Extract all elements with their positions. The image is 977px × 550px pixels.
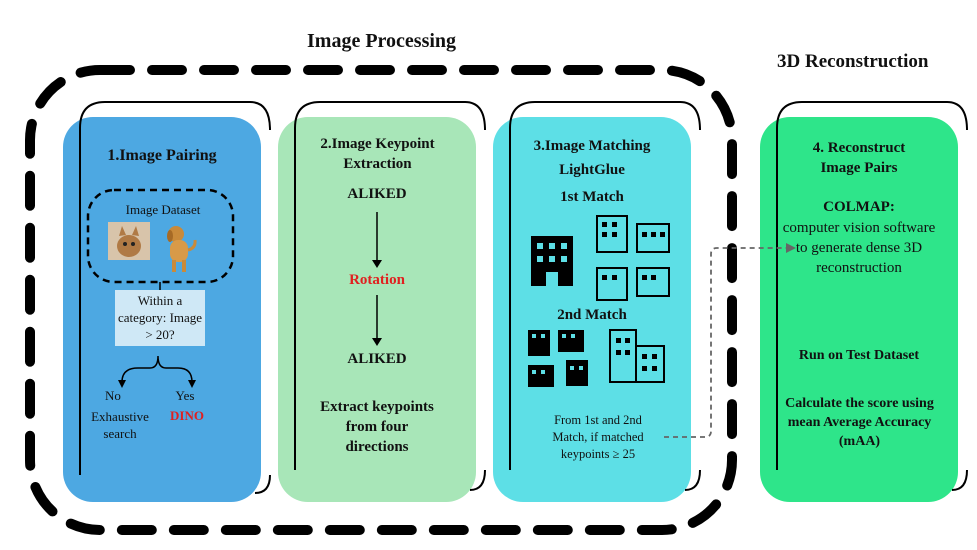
panel4-shadow-line <box>776 101 968 470</box>
category-question: Within a category: Image > 20? <box>115 290 205 346</box>
rotation-step: Rotation <box>349 272 405 288</box>
dashed-connector <box>664 247 788 438</box>
panel-reconstruction <box>760 117 958 502</box>
dog-photo-icon <box>162 222 198 274</box>
building-outline-icon <box>596 215 670 383</box>
cat-photo-icon <box>108 222 150 260</box>
panel2-shadow-line <box>294 101 486 470</box>
dataset-dashed-box <box>86 188 235 284</box>
aliked-step-1: ALIKED <box>347 186 407 202</box>
building-icon <box>531 236 573 286</box>
score-label: Calculate the score using mean Average A… <box>785 396 934 449</box>
panel1-shadow-line <box>79 101 271 475</box>
second-match-label: 2nd Match <box>557 307 627 323</box>
reconstruction-heading: 3D Reconstruction <box>777 51 929 72</box>
image-dataset-label: Image Dataset <box>125 202 201 217</box>
no-label: No <box>105 388 121 403</box>
match-condition: From 1st and 2nd Match, if matched keypo… <box>552 413 644 461</box>
run-test-label: Run on Test Dataset <box>798 348 920 363</box>
processing-group-border <box>25 65 737 535</box>
yes-result: DINO <box>170 408 204 423</box>
panel4-title: 4. Reconstruct Image Pairs <box>812 140 906 176</box>
colmap-label: COLMAP: <box>823 199 895 215</box>
panel1-title: 1.Image Pairing <box>107 147 217 164</box>
no-result: Exhaustive search <box>91 409 149 441</box>
panel-image-matching <box>493 117 691 502</box>
keypoint-summary: Extract keypoints from four directions <box>320 399 434 455</box>
lightglue-label: LightGlue <box>559 162 625 178</box>
rotated-building-icon <box>528 330 588 387</box>
panel3-shadow-line <box>509 101 701 470</box>
panel3-title: 3.Image Matching <box>533 138 651 154</box>
first-match-label: 1st Match <box>560 189 624 205</box>
yes-label: Yes <box>175 388 195 403</box>
colmap-description: computer vision software to generate den… <box>782 220 936 276</box>
image-processing-heading: Image Processing <box>307 30 457 52</box>
aliked-step-2: ALIKED <box>347 351 407 367</box>
panel2-title: 2.Image Keypoint Extraction <box>320 136 435 172</box>
decision-brace <box>121 355 193 383</box>
